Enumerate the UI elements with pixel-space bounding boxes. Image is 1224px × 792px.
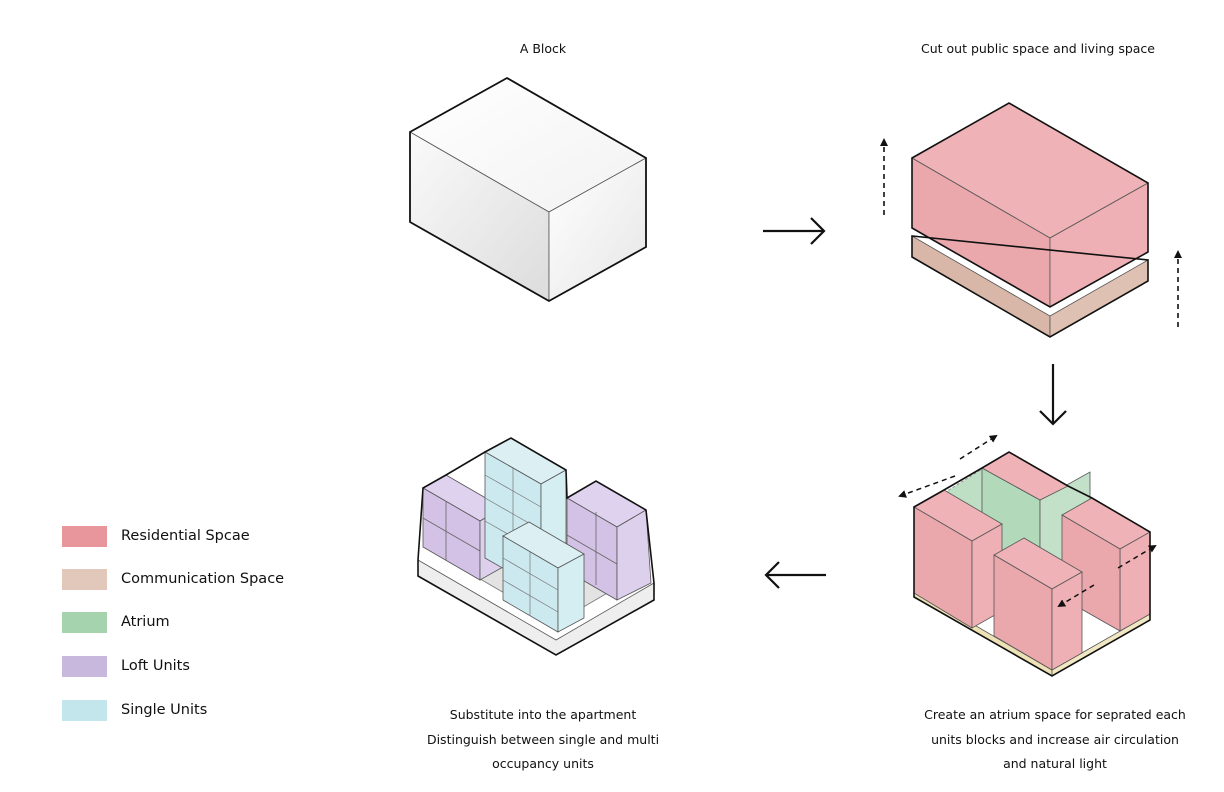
legend-item-atrium: Atrium	[62, 612, 322, 633]
arrow-down-icon	[1039, 364, 1067, 426]
arrow-left-icon	[764, 561, 826, 589]
legend-swatch-communication	[62, 569, 107, 590]
legend-label-loft: Loft Units	[121, 658, 190, 674]
res-block-d-top	[993, 537, 1083, 590]
atrium-area	[943, 451, 1125, 599]
residential-right	[1049, 182, 1149, 308]
res-block-d-front	[993, 554, 1053, 671]
caption-step4-line-2: Distinguish between single and multi	[426, 731, 660, 747]
legend-item-communication: Communication Space	[62, 569, 322, 590]
single-units-front	[502, 521, 585, 633]
caption-step4-line-1: Substitute into the apartment	[449, 707, 637, 722]
plain-block-top	[409, 77, 647, 213]
caption-step3-line-1: Create an atrium space for seprated each	[924, 707, 1186, 722]
atrium-wall-right	[1039, 471, 1091, 621]
apartment-block	[417, 437, 655, 656]
atrium-wall	[981, 467, 1041, 621]
base-right	[1051, 613, 1151, 677]
legend-item-residential: Residential Spcae	[62, 526, 322, 547]
caption-step3-line-3: and natural light	[1003, 756, 1107, 771]
legend-label-single: Single Units	[121, 702, 208, 718]
plain-block	[409, 76, 647, 303]
legend-label-residential: Residential Spcae	[121, 528, 250, 544]
res-block-a-top	[913, 489, 1003, 542]
arrow-right-icon	[763, 217, 826, 245]
res-block-d-side	[1051, 571, 1083, 671]
legend-swatch-residential	[62, 526, 107, 547]
apartment-base	[417, 559, 655, 656]
loft-units-right	[566, 480, 652, 601]
atrium-block	[898, 434, 1157, 677]
residential-left	[911, 157, 1051, 308]
res-block-a-side	[971, 523, 1003, 629]
legend-swatch-loft	[62, 656, 107, 677]
base-left	[913, 589, 1053, 677]
legend-label-atrium: Atrium	[121, 614, 170, 630]
res-block-a-front	[913, 506, 973, 629]
caption-step4: Substitute into the apartment Distinguis…	[413, 703, 673, 777]
communication-layer-right	[1049, 259, 1149, 338]
caption-step3-line-2: units blocks and increase air circulatio…	[931, 731, 1179, 747]
single-units-tower	[484, 437, 567, 591]
res-block-c-side	[1061, 514, 1121, 632]
legend-item-single: Single Units	[62, 700, 322, 721]
loft-units-left	[422, 474, 504, 581]
res-block-c-front	[1119, 531, 1151, 632]
res-block-c-top	[1061, 497, 1151, 550]
caption-step2: Cut out public space and living space	[920, 41, 1155, 56]
plain-block-right	[548, 157, 647, 302]
legend-swatch-single	[62, 700, 107, 721]
legend-item-loft: Loft Units	[62, 656, 322, 677]
residential-top	[911, 102, 1149, 239]
legend-swatch-atrium	[62, 612, 107, 633]
caption-step3: Create an atrium space for seprated each…	[905, 703, 1205, 777]
legend-label-communication: Communication Space	[121, 571, 285, 587]
communication-layer-left	[911, 235, 1051, 338]
split-block	[880, 102, 1182, 338]
caption-step1: A Block	[519, 41, 567, 56]
caption-step4-line-3: occupancy units	[492, 756, 594, 771]
plain-block-outline	[409, 76, 647, 303]
plain-block-left	[409, 131, 550, 302]
res-block-b-top	[981, 451, 1069, 501]
